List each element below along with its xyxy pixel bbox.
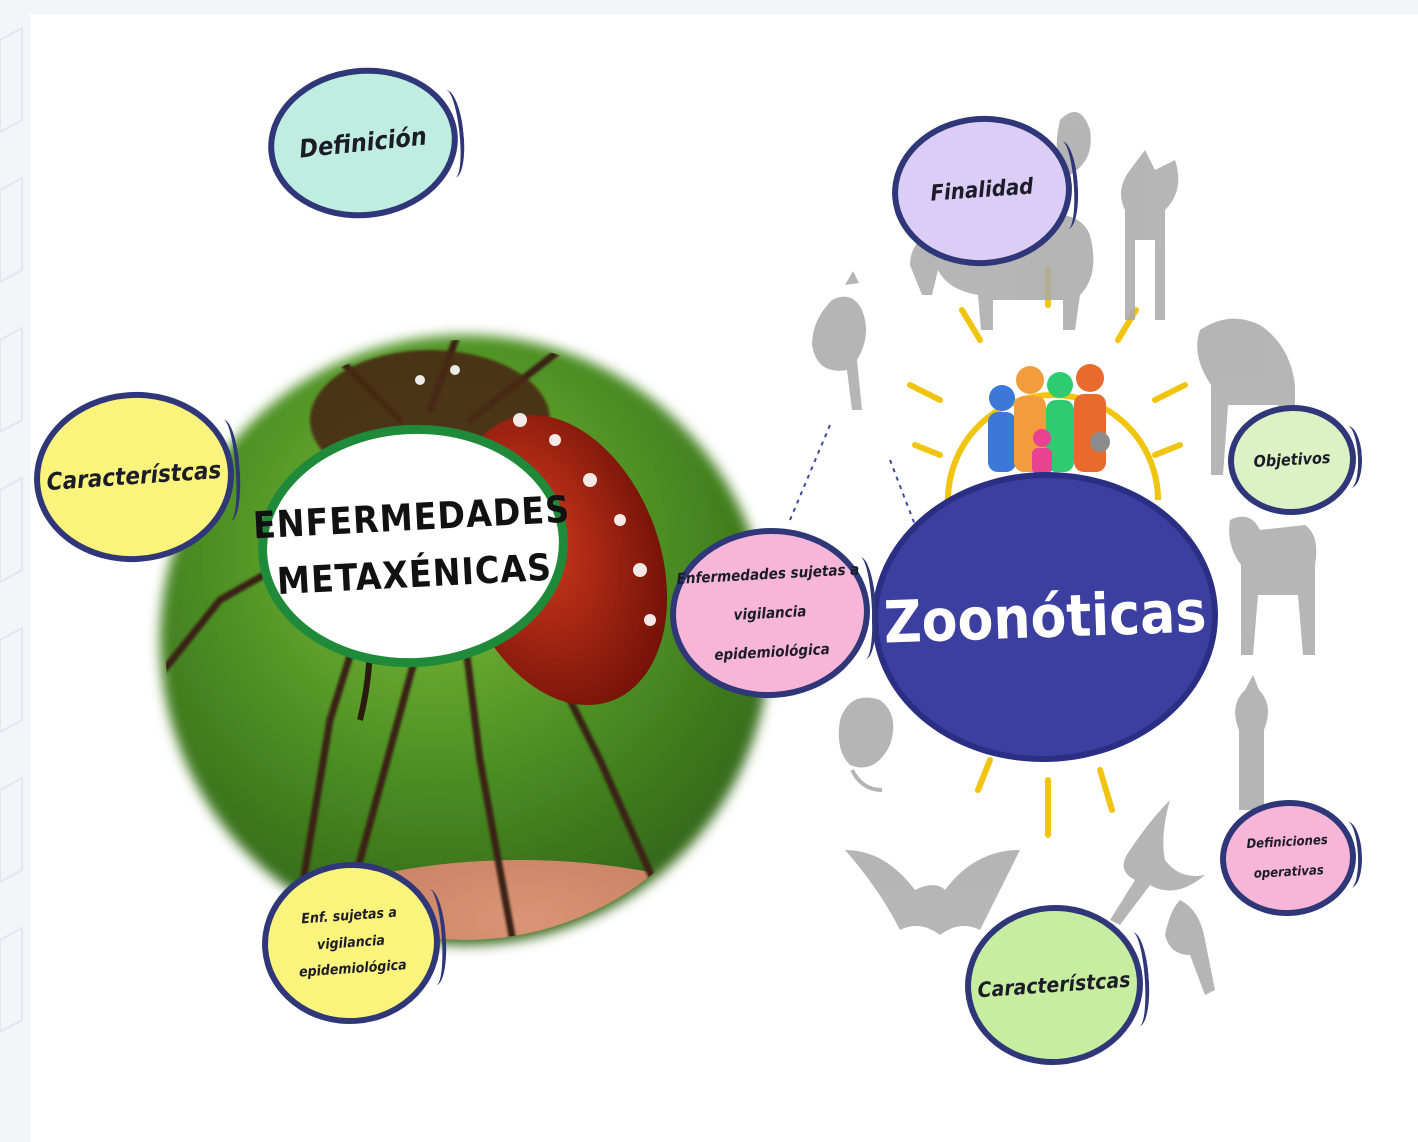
vigilancia-left-line3: epidemiológica xyxy=(298,957,408,981)
horse-icon xyxy=(1197,318,1295,475)
fish-icon xyxy=(1165,900,1215,995)
zoonoticas-title: Zoonóticas xyxy=(882,577,1208,657)
community-people-icon xyxy=(988,364,1110,474)
definicion-label: Definición xyxy=(297,121,428,164)
finalidad-label: Finalidad xyxy=(929,174,1035,207)
bird-icon xyxy=(1110,800,1205,925)
enf-sujetas-vigilancia-line2: vigilancia epidemiológica xyxy=(713,601,831,664)
rat-icon xyxy=(838,697,894,792)
caracteristicas-right-label: Característcas xyxy=(976,967,1132,1003)
bat-icon xyxy=(845,850,1020,935)
goat-icon xyxy=(1121,150,1179,320)
caracteristicas-left-label: Característcas xyxy=(45,456,223,497)
definiciones-operativas-line1: Definiciones xyxy=(1246,833,1329,853)
definiciones-operativas-line2: operativas xyxy=(1253,863,1325,882)
dog-icon xyxy=(1229,516,1317,655)
objetivos-label: Objetivos xyxy=(1253,447,1331,471)
cat-icon xyxy=(1235,675,1268,810)
rooster-icon xyxy=(812,271,866,410)
